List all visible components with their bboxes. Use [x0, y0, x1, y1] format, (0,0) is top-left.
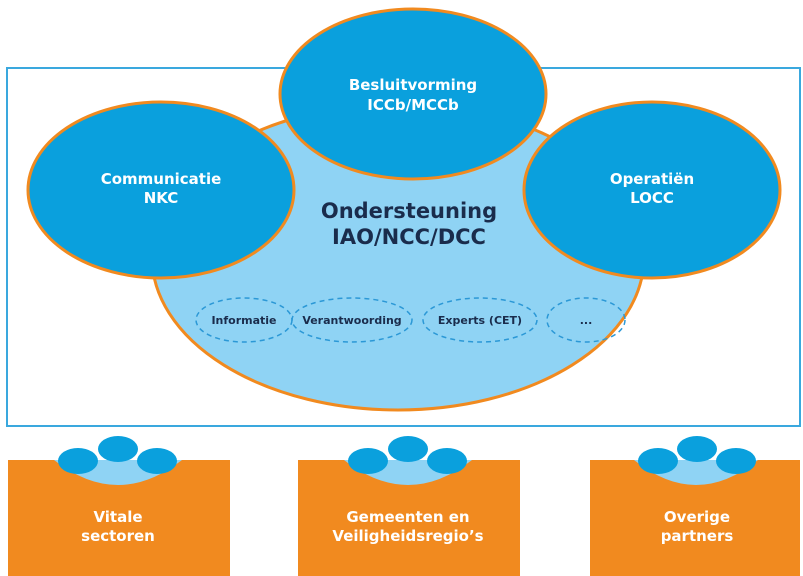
decision-making-subtitle: ICCb/MCCb: [367, 96, 459, 114]
sub-unit-label-accountability: Verantwoording: [302, 314, 401, 327]
partner-bubble: [716, 448, 756, 474]
operations-ellipse: [522, 100, 782, 280]
support-subtitle: IAO/NCC/DCC: [332, 225, 486, 249]
partner-bubble: [348, 448, 388, 474]
sub-unit-label-other: ...: [580, 314, 593, 327]
sub-unit-ellipse: [546, 297, 626, 343]
partner-title: Gemeenten en: [346, 508, 469, 526]
partner-bubble: [388, 436, 428, 462]
decision-making-title: Besluitvorming: [349, 76, 477, 94]
partner-title: Vitale: [93, 508, 142, 526]
operations-subtitle: LOCC: [630, 189, 674, 207]
support-title: Ondersteuning: [321, 199, 497, 223]
decision-making-ellipse: [278, 7, 548, 181]
communication-subtitle: NKC: [144, 189, 179, 207]
partner-bubble: [98, 436, 138, 462]
partner-bubble: [58, 448, 98, 474]
sub-unit-label-information: Informatie: [211, 314, 276, 327]
sub-unit-label-experts: Experts (CET): [438, 314, 522, 327]
communication-title: Communicatie: [101, 170, 222, 188]
operations-title: Operatiën: [610, 170, 694, 188]
partner-subtitle: Veiligheidsregio’s: [332, 527, 483, 545]
partner-box-vital-sectors: Vitale sectoren: [8, 436, 230, 576]
communication-ellipse: [26, 100, 296, 280]
sub-unit-ellipse: [291, 297, 413, 343]
partner-bubble: [638, 448, 678, 474]
sub-unit-ellipse: [422, 297, 538, 343]
partner-bubble: [137, 448, 177, 474]
partner-box-municipalities: Gemeenten en Veiligheidsregio’s: [298, 436, 520, 576]
partner-subtitle: sectoren: [81, 527, 155, 545]
partner-box-other-partners: Overige partners: [590, 436, 800, 576]
partner-bubble: [427, 448, 467, 474]
partner-title: Overige: [664, 508, 730, 526]
partner-bubble: [677, 436, 717, 462]
partner-subtitle: partners: [661, 527, 734, 545]
